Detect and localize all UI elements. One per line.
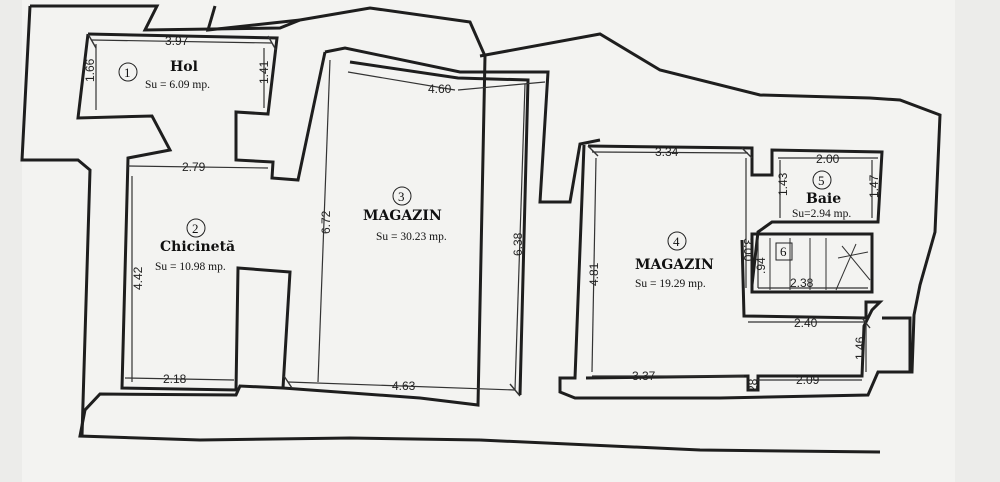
room-name-baie: Baie	[806, 191, 841, 207]
room-number-circle-5	[812, 170, 832, 190]
stair-box	[750, 232, 874, 294]
outer-wall-right	[479, 32, 942, 400]
room-number-circle-2	[186, 218, 206, 238]
dim-stair-width: 2.38	[790, 276, 814, 290]
room-name-chicineta: Chicinetă	[160, 239, 235, 255]
dim-bottom-right: 2.09	[796, 373, 820, 387]
dim-chicineta-height: 4.42	[131, 266, 145, 290]
room-number-4: 4	[673, 234, 680, 249]
outer-wall-left	[30, 4, 487, 442]
magazin3-inner	[349, 60, 530, 396]
room-name-magazin-3: MAGAZIN	[363, 208, 442, 224]
room-number-1: 1	[124, 65, 131, 80]
room-area-magazin-4: Su = 19.29 mp.	[635, 278, 706, 290]
dim-magazin3-bottom: 4.63	[392, 379, 416, 393]
dim-magazin4-left: 4.81	[587, 262, 601, 286]
dim-baie-top: 2.00	[816, 152, 840, 166]
dim-magazin3-left: 6.72	[319, 210, 333, 234]
room-area-hol: Su = 6.09 mp.	[145, 79, 210, 91]
room-number-5: 5	[818, 173, 825, 188]
dim-chicineta-top: 2.79	[182, 160, 206, 174]
top-wall-gap	[205, 5, 301, 32]
hol-walls-left	[76, 33, 292, 392]
dim-hol-left-height: 1.66	[83, 58, 97, 82]
room-number-6: 6	[780, 244, 787, 259]
outer-wall-right-bottom	[479, 438, 881, 454]
room-area-baie: Su=2.94 mp.	[792, 208, 851, 220]
dim-magazin4-bottom: 3.37	[632, 369, 656, 383]
magazin3-walls	[324, 46, 601, 204]
dim-magazin4-top: 3.34	[655, 145, 679, 159]
dim-magazin4-inner: 3.00	[741, 238, 755, 262]
dim-stair-height: .94	[754, 257, 768, 274]
dim-hol-right-height: 1.41	[257, 60, 271, 84]
paper-edge-left	[0, 0, 22, 482]
room-number-box-6	[775, 242, 793, 261]
dim-corridor-width: 2.40	[794, 316, 818, 330]
room-number-3: 3	[398, 189, 405, 204]
dim-magazin3-right: 6.38	[511, 232, 525, 256]
room-number-2: 2	[192, 221, 199, 236]
dimension-lines	[87, 33, 878, 397]
room-name-hol: Hol	[170, 59, 198, 75]
dim-magazin3-top: 4.60	[428, 82, 452, 96]
room-area-magazin-3: Su = 30.23 mp.	[376, 231, 447, 243]
room-number-circle-3	[392, 186, 412, 206]
magazin4-bottom	[585, 239, 884, 392]
magazin4-walls	[587, 144, 884, 286]
hol-walls	[87, 32, 327, 182]
room-area-chicineta: Su = 10.98 mp.	[155, 261, 226, 273]
dim-chicineta-bottom: 2.18	[163, 372, 187, 386]
room-number-circle-4	[667, 231, 687, 251]
dim-hol-width: 3.97	[165, 34, 189, 48]
stair-treads	[769, 238, 871, 291]
exit-door	[882, 316, 912, 374]
outer-wall-left-edge	[20, 5, 92, 437]
dim-door: 28	[746, 378, 760, 392]
dim-corridor-height: 1.46	[853, 336, 867, 360]
room-number-circle-1	[118, 62, 138, 82]
dim-baie-right: 1.47	[867, 174, 881, 198]
dim-baie-left: 1.43	[776, 172, 790, 196]
paper-edge-right	[955, 0, 1000, 482]
room-name-magazin-4: MAGAZIN	[635, 257, 714, 273]
